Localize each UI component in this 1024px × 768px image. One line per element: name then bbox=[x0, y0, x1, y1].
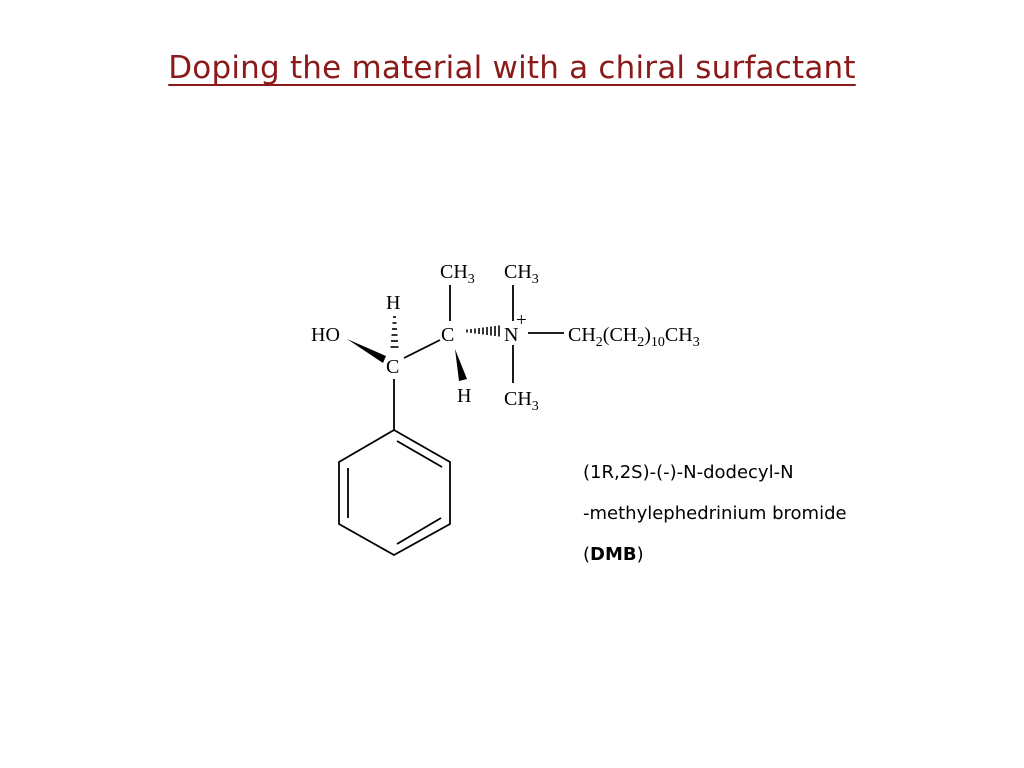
slide-title: Doping the material with a chiral surfac… bbox=[0, 50, 1024, 86]
compound-abbreviation: DMB bbox=[590, 544, 637, 565]
hydroxyl-label: HO bbox=[311, 324, 340, 346]
benzene-double-bond bbox=[396, 517, 442, 545]
bond-c1-c2 bbox=[403, 339, 441, 359]
benzene-double-bond bbox=[396, 440, 443, 468]
hashed-bond-c2-n bbox=[466, 325, 500, 337]
c2-methyl-label: CH3 bbox=[440, 261, 475, 287]
dodecyl-chain-label: CH2(CH2)10CH3 bbox=[568, 324, 700, 350]
positive-charge-label: + bbox=[516, 310, 527, 331]
slide-title-text: Doping the material with a chiral surfac… bbox=[168, 50, 856, 86]
bond-lines bbox=[338, 285, 564, 557]
compound-name-block: (1R,2S)-(-)-N-dodecyl-N -methylephedrini… bbox=[583, 452, 847, 575]
hashed-bond-c1-h bbox=[390, 316, 399, 348]
c2-hydrogen-label: H bbox=[457, 385, 471, 407]
compound-name-line-2: -methylephedrinium bromide bbox=[583, 503, 847, 524]
c1-hydrogen-label: H bbox=[386, 292, 400, 314]
compound-abbreviation-line: (DMB) bbox=[583, 544, 644, 565]
c2-carbon-label: C bbox=[441, 324, 454, 346]
n-methyl-top-label: CH3 bbox=[504, 261, 539, 287]
compound-name-line-1: (1R,2S)-(-)-N-dodecyl-N bbox=[583, 462, 794, 483]
n-methyl-bottom-label: CH3 bbox=[504, 388, 539, 414]
wedge-bond-c1-oh bbox=[347, 339, 386, 363]
nitrogen-label: N bbox=[504, 324, 518, 346]
wedge-bond-c2-h bbox=[455, 349, 467, 381]
benzene-ring bbox=[338, 428, 451, 557]
c1-carbon-label: C bbox=[386, 356, 399, 378]
